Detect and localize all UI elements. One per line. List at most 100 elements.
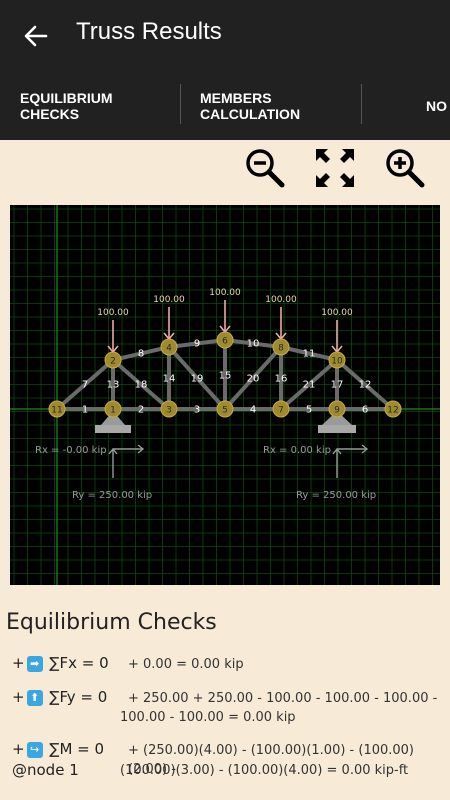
member-label: 14 bbox=[163, 374, 176, 385]
truss-node[interactable] bbox=[272, 338, 290, 356]
tab-divider bbox=[180, 84, 181, 124]
truss-member bbox=[280, 345, 338, 362]
sum-m-value-line2: (100.00)(3.00) - (100.00)(4.00) = 0.00 k… bbox=[120, 763, 409, 778]
tab-label-line1: MEMBERS bbox=[200, 90, 272, 106]
grid bbox=[10, 205, 440, 585]
truss-member bbox=[279, 358, 339, 411]
tab-label-line2: CHECKS bbox=[20, 106, 80, 122]
truss-nodes: 12 3 4 5 6 7 8 9 10 11 12 bbox=[48, 331, 402, 418]
member-label: 9 bbox=[194, 339, 200, 350]
sum-m-node: @node 1 bbox=[12, 761, 79, 779]
truss-node[interactable] bbox=[216, 331, 234, 349]
truss-node[interactable] bbox=[216, 400, 234, 418]
support-base bbox=[318, 425, 356, 433]
member-label: 20 bbox=[247, 374, 260, 385]
pin-support-icon bbox=[101, 411, 125, 425]
equilibrium-title: Equilibrium Checks bbox=[6, 610, 217, 635]
truss-member bbox=[112, 345, 170, 362]
load-label: 100.00 bbox=[321, 308, 353, 318]
tab-bar: EQUILIBRIUM CHECKS MEMBERS CALCULATION N… bbox=[0, 72, 450, 140]
member-label: 5 bbox=[306, 405, 312, 416]
truss-member bbox=[223, 345, 283, 411]
truss-node[interactable] bbox=[272, 400, 290, 418]
sum-m-value-line1: + (250.00)(4.00) - (100.00)(1.00) - (100… bbox=[128, 743, 415, 777]
node-label: 7 bbox=[278, 406, 284, 416]
member-label: 12 bbox=[359, 380, 372, 391]
arrow-left-icon[interactable] bbox=[22, 22, 50, 50]
tab-members-calculation[interactable]: MEMBERS CALCULATION bbox=[200, 72, 300, 140]
node-label: 9 bbox=[334, 406, 340, 416]
truss-node[interactable] bbox=[160, 400, 178, 418]
node-label: 12 bbox=[387, 406, 398, 416]
member-label: 7 bbox=[82, 380, 88, 391]
reaction-label: Ry = 250.00 kip bbox=[72, 490, 152, 501]
ry-arrowhead bbox=[108, 447, 118, 455]
reaction-arrows bbox=[108, 444, 369, 478]
load-label: 100.00 bbox=[209, 288, 241, 298]
sum-fx-value: + 0.00 = 0.00 kip bbox=[128, 657, 244, 672]
member-label: 11 bbox=[303, 349, 316, 360]
member-label: 15 bbox=[219, 371, 232, 382]
arrow-up-icon: ⬆ bbox=[26, 689, 43, 706]
tab-equilibrium-checks[interactable]: EQUILIBRIUM CHECKS bbox=[20, 72, 113, 140]
truss-member bbox=[55, 358, 115, 411]
sum-fx-label: +➡ ∑Fx = 0 bbox=[12, 654, 109, 672]
tab-divider bbox=[361, 84, 362, 124]
truss-node[interactable] bbox=[104, 400, 122, 418]
truss-node[interactable] bbox=[384, 400, 402, 418]
node-label: 10 bbox=[331, 357, 343, 367]
fullscreen-icon[interactable] bbox=[313, 146, 357, 190]
member-label: 18 bbox=[135, 380, 148, 391]
roller-support-icon bbox=[322, 411, 352, 425]
member-label: 6 bbox=[362, 405, 368, 416]
arrow-right-icon: ➡ bbox=[26, 655, 43, 672]
truss-member bbox=[167, 345, 227, 411]
member-label: 21 bbox=[303, 380, 316, 391]
truss-member bbox=[111, 358, 171, 411]
member-label: 8 bbox=[138, 349, 144, 360]
sum-fy-value-line1: + 250.00 + 250.00 - 100.00 - 100.00 - 10… bbox=[128, 691, 438, 706]
sum-fy-value-line2: 100.00 - 100.00 = 0.00 kip bbox=[120, 710, 296, 725]
tab-label-line1: EQUILIBRIUM bbox=[20, 90, 113, 106]
truss-node[interactable] bbox=[328, 351, 346, 369]
truss-node[interactable] bbox=[328, 400, 346, 418]
truss-node[interactable] bbox=[104, 351, 122, 369]
truss-member bbox=[168, 338, 226, 349]
reaction-label: Rx = -0.00 kip bbox=[35, 445, 107, 456]
node-label: 5 bbox=[222, 406, 228, 416]
load-label: 100.00 bbox=[153, 295, 185, 305]
member-label: 16 bbox=[275, 374, 288, 385]
node-label: 1 bbox=[110, 406, 116, 416]
zoom-toolbar bbox=[0, 140, 450, 195]
rotate-icon: ↪ bbox=[26, 741, 43, 758]
member-label: 3 bbox=[194, 405, 200, 416]
sign-plus: + bbox=[12, 654, 25, 672]
member-label: 13 bbox=[107, 380, 120, 391]
member-label: 19 bbox=[191, 374, 204, 385]
node-label: 3 bbox=[166, 406, 172, 416]
truss-member bbox=[224, 338, 282, 349]
zoom-out-icon[interactable] bbox=[243, 146, 287, 190]
reaction-label: Rx = 0.00 kip bbox=[263, 445, 331, 456]
truss-node[interactable] bbox=[48, 400, 66, 418]
tab-nodes[interactable]: NO bbox=[426, 72, 447, 140]
truss-node[interactable] bbox=[160, 338, 178, 356]
ry-arrowhead bbox=[332, 447, 342, 455]
member-label: 4 bbox=[250, 405, 256, 416]
sum-fy-text: ∑Fy = 0 bbox=[49, 688, 108, 706]
rx-arrowhead bbox=[137, 444, 145, 454]
supports bbox=[95, 411, 356, 433]
node-label: 4 bbox=[166, 344, 172, 354]
sum-m-label: +↪ ∑M = 0 bbox=[12, 740, 104, 758]
node-label: 8 bbox=[278, 344, 284, 354]
support-base bbox=[95, 425, 131, 433]
zoom-in-icon[interactable] bbox=[383, 146, 427, 190]
member-label: 17 bbox=[331, 380, 344, 391]
tab-label-line2: CALCULATION bbox=[200, 106, 301, 122]
reaction-labels: Rx = -0.00 kip Ry = 250.00 kip Rx = 0.00 k… bbox=[35, 445, 376, 501]
reaction-label: Ry = 250.00 kip bbox=[296, 490, 376, 501]
sign-plus: + bbox=[12, 740, 25, 758]
